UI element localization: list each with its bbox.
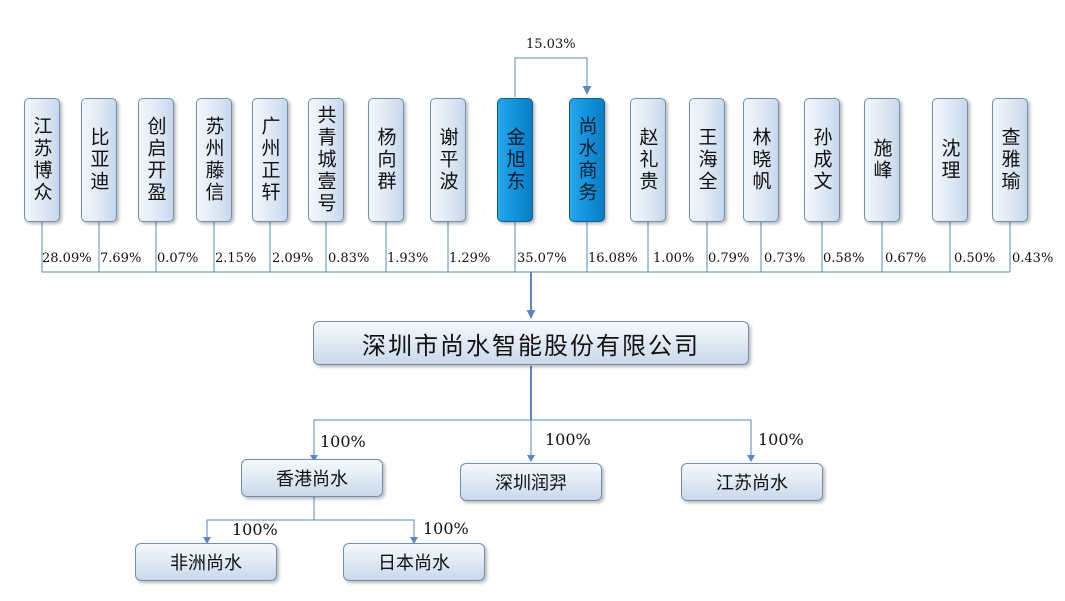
second-level-pct: 100%	[423, 519, 469, 538]
second-level-pct: 100%	[232, 520, 278, 539]
share-pct: 0.50%	[954, 251, 996, 266]
shareholder-box-highlight: 金旭东	[497, 98, 533, 222]
cross-holding-pct: 15.03%	[526, 37, 576, 52]
shareholder-box: 赵礼贵	[630, 98, 666, 222]
shareholder-box: 查雅瑜	[992, 98, 1028, 222]
share-pct: 0.67%	[885, 251, 927, 266]
shareholder-box: 共青城壹号	[308, 98, 344, 222]
shareholder-box: 创启开盈	[138, 98, 174, 222]
subsidiary-box-hk: 香港尚水	[241, 459, 383, 497]
shareholder-box-highlight: 尚水商务	[569, 98, 605, 222]
share-pct: 1.93%	[387, 251, 429, 266]
share-pct: 2.15%	[215, 251, 257, 266]
share-pct: 35.07%	[517, 251, 567, 266]
shareholder-box: 苏州藤信	[196, 98, 232, 222]
share-pct: 0.79%	[708, 251, 750, 266]
shareholder-box: 谢平波	[430, 98, 466, 222]
share-pct: 0.83%	[328, 251, 370, 266]
share-pct: 16.08%	[588, 251, 638, 266]
share-pct: 0.07%	[157, 251, 199, 266]
subsidiary-pct: 100%	[758, 430, 804, 449]
shareholder-box: 比亚迪	[81, 98, 117, 222]
share-pct: 7.69%	[100, 251, 142, 266]
subsidiary-box-sz: 深圳润羿	[460, 463, 602, 501]
subsidiary-pct: 100%	[545, 430, 591, 449]
shareholder-box: 施峰	[864, 98, 900, 222]
shareholder-box: 广州正轩	[252, 98, 288, 222]
shareholder-box: 孙成文	[804, 98, 840, 222]
shareholder-box: 杨向群	[368, 98, 404, 222]
second-level-box-japan: 日本尚水	[343, 543, 485, 581]
second-level-box-africa: 非洲尚水	[135, 543, 277, 581]
shareholder-box: 江苏博众	[24, 98, 60, 222]
company-box: 深圳市尚水智能股份有限公司	[313, 321, 749, 365]
subsidiary-box-js: 江苏尚水	[681, 463, 823, 501]
subsidiary-pct: 100%	[320, 432, 366, 451]
share-pct: 1.29%	[449, 251, 491, 266]
share-pct: 0.58%	[823, 251, 865, 266]
shareholder-box: 沈理	[932, 98, 968, 222]
share-pct: 2.09%	[272, 251, 314, 266]
shareholder-box: 王海全	[689, 98, 725, 222]
share-pct: 1.00%	[653, 251, 695, 266]
shareholder-box: 林晓帆	[743, 98, 779, 222]
share-pct: 28.09%	[42, 251, 92, 266]
share-pct: 0.73%	[764, 251, 806, 266]
share-pct: 0.43%	[1012, 251, 1054, 266]
